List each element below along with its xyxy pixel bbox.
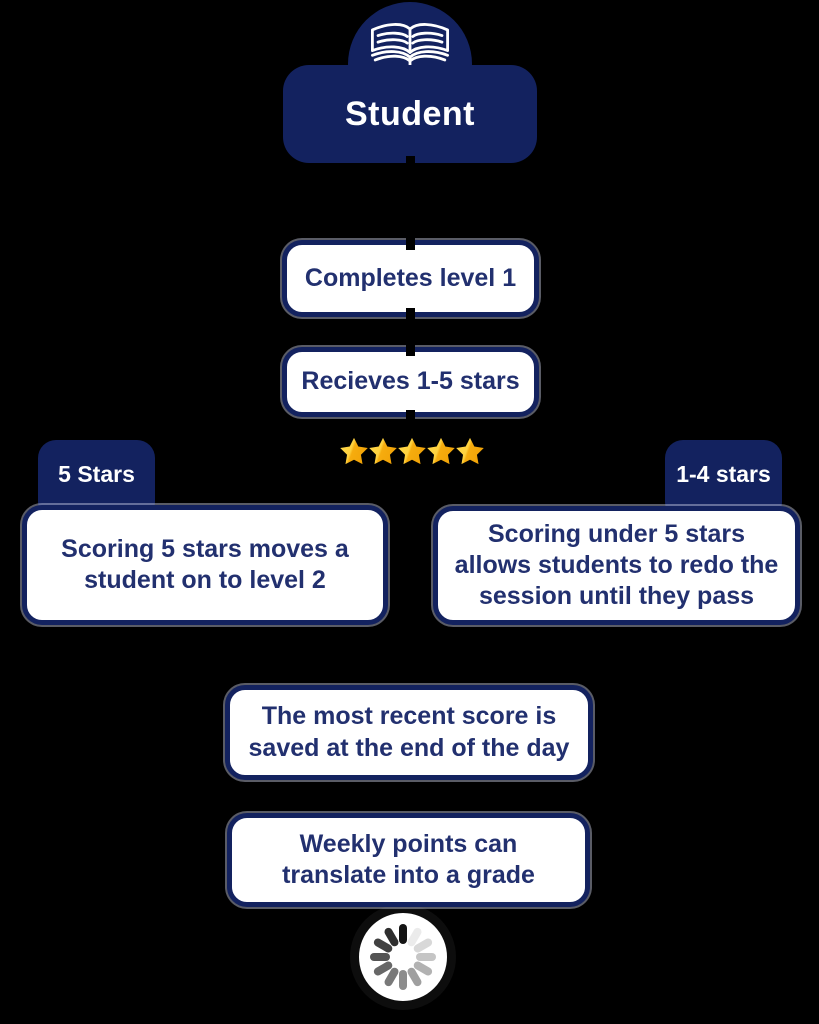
star-icon [368,437,397,465]
star-rating [339,436,487,468]
tab-label: 5 Stars [58,461,135,487]
node-text: Completes level 1 [304,263,517,292]
node-text: Scoring 5 stars moves a student on to le… [61,534,349,594]
node-five-stars-outcome: Scoring 5 stars moves a student on to le… [22,505,388,625]
node-text: The most recent score is saved at the en… [248,702,570,762]
header-title: Student [344,94,476,133]
node-receives-stars: Recieves 1-5 stars [282,347,539,417]
star-icon [455,437,484,465]
connector-line [406,308,415,356]
node-text: Scoring under 5 stars allows students to… [454,519,779,611]
tab-label: 1-4 stars [676,461,771,487]
node-under-five-outcome: Scoring under 5 stars allows students to… [433,506,800,625]
star-icon [426,437,455,465]
spinner-spoke [399,970,407,990]
open-book-icon [370,23,450,67]
connector-line [406,410,415,434]
star-icon [339,437,368,465]
node-completes-level-1: Completes level 1 [282,240,539,317]
node-recent-score-saved: The most recent score is saved at the en… [225,685,593,780]
student-header-node: Student [283,65,537,163]
node-weekly-points-grade: Weekly points can translate into a grade [227,813,590,907]
spinner-spoke [370,953,390,961]
spinner-spoke [399,924,407,944]
node-text: Weekly points can translate into a grade [282,829,535,889]
spinner-spoke [416,953,436,961]
node-text: Recieves 1-5 stars [301,367,520,396]
connector-line [406,156,415,250]
star-icon [397,437,426,465]
